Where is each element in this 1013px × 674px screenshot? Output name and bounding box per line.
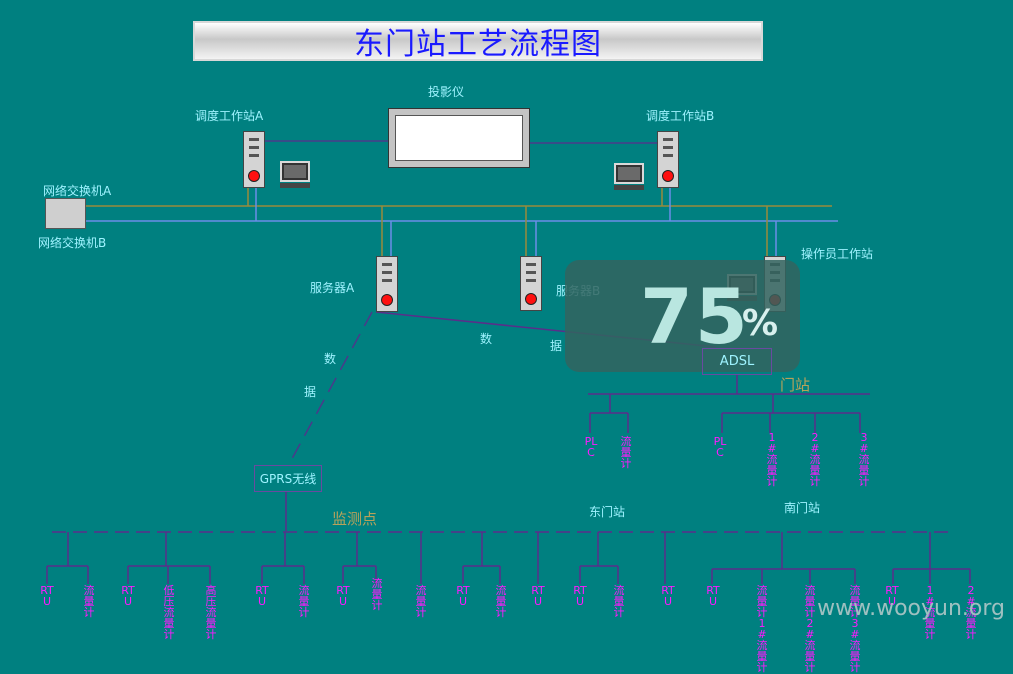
bottom-leaf: 流量计 [83, 584, 95, 619]
title-bar: 东门站工艺流程图 [193, 21, 763, 62]
bottom-leaf: RTU [456, 584, 470, 608]
bottom-leaf: RTU [885, 584, 899, 608]
gprs-box[interactable]: GPRS无线 [254, 465, 322, 492]
bottom-leaf: 流量计 2#流量计 [804, 584, 816, 674]
station-a-monitor-icon[interactable] [280, 161, 310, 188]
door-station-label: 门站 [780, 376, 811, 394]
bottom-leaf: RTU [336, 584, 350, 608]
dongmen-station-label: 东门站 [589, 505, 626, 519]
server-b-icon[interactable] [520, 256, 542, 311]
operator-label: 操作员工作站 [801, 247, 874, 261]
station-b-monitor-icon[interactable] [614, 163, 644, 190]
bottom-leaf: 2#流量计 [965, 584, 977, 641]
door-leaf: PLC [584, 435, 598, 459]
door-leaf: 2#流量计 [809, 431, 821, 488]
door-leaf: 流量计 [620, 435, 632, 470]
connection-lines [46, 140, 971, 584]
bottom-leaf: RTU [255, 584, 269, 608]
progress-overlay [565, 260, 800, 372]
projector-label: 投影仪 [428, 85, 465, 99]
server-a-label: 服务器A [310, 281, 355, 295]
bottom-leaf: 流量计 3#流量计 [849, 584, 861, 674]
bottom-leaf: RTU [121, 584, 135, 608]
data-label-char-4: 据 [550, 339, 563, 353]
bottom-leaf: 流量计 [371, 577, 383, 612]
bottom-leaf: 流量计 [613, 584, 625, 619]
bottom-leaf: 流量计 [495, 584, 507, 619]
watermark: www.wooyun.org [817, 596, 1005, 621]
data-label-char-3: 数 [480, 332, 493, 346]
bottom-leaf: 低压流量计 [163, 584, 175, 641]
bottom-leaf: RTU [531, 584, 545, 608]
projector-screen[interactable] [388, 108, 530, 168]
adsl-box[interactable]: ADSL [702, 348, 772, 375]
switch-a-label: 网络交换机A [43, 184, 112, 198]
station-a-label: 调度工作站A [195, 109, 264, 123]
network-switch-icon[interactable] [45, 198, 86, 229]
progress-value: 75 [640, 272, 750, 361]
bottom-leaf: RTU [573, 584, 587, 608]
progress-unit: % [742, 303, 779, 344]
server-a-icon[interactable] [376, 256, 398, 312]
switch-b-label: 网络交换机B [38, 236, 107, 250]
data-label-char-1: 数 [324, 352, 337, 366]
bottom-leaf: 流量计 [415, 584, 427, 619]
bottom-leaf: 流量计 1#流量计 [756, 584, 768, 674]
door-leaf: 1#流量计 [766, 431, 778, 488]
bottom-leaf: RTU [661, 584, 675, 608]
door-leaf: PLC [713, 435, 727, 459]
station-a-server-icon[interactable] [243, 131, 265, 188]
bottom-leaf: RTU [706, 584, 720, 608]
page-title: 东门站工艺流程图 [354, 27, 602, 62]
monitor-point-label: 监测点 [332, 510, 378, 528]
station-b-server-icon[interactable] [657, 131, 679, 188]
door-leaf: 3#流量计 [858, 431, 870, 488]
station-b-label: 调度工作站B [646, 109, 715, 123]
bottom-leaf: 流量计 [298, 584, 310, 619]
bottom-leaf: 1#流量计 [924, 584, 936, 641]
nanmen-station-label: 南门站 [784, 501, 821, 515]
bottom-leaf: RTU [40, 584, 54, 608]
bottom-leaf: 高压流量计 [205, 584, 217, 641]
data-label-char-2: 据 [304, 385, 317, 399]
